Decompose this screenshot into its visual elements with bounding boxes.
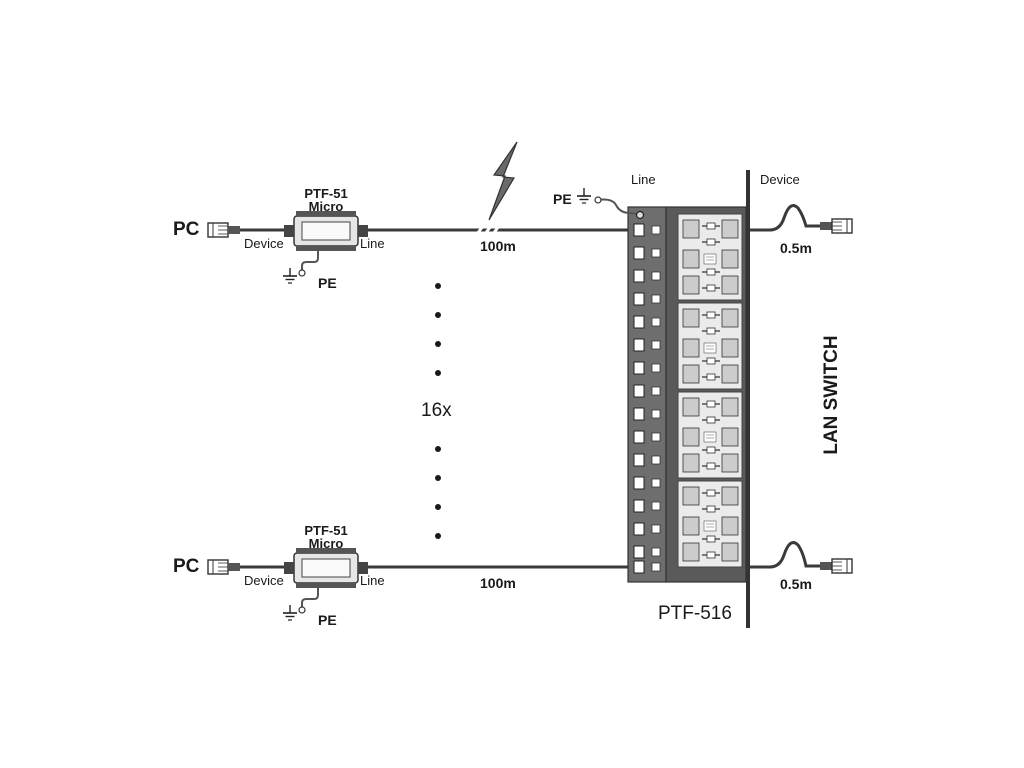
panel-ground-icon <box>576 187 592 204</box>
top-pe-label: PE <box>318 275 337 291</box>
top-switch-patch-cable <box>750 204 820 232</box>
panel-line-label: Line <box>631 172 656 187</box>
top-switch-plug-icon <box>819 218 853 234</box>
panel-name-label: PTF-516 <box>658 603 732 624</box>
top-pe-wire <box>301 251 319 270</box>
bottom-pc-label: PC <box>173 556 200 577</box>
bottom-ground-icon <box>282 604 298 621</box>
top-patch-length-label: 0.5m <box>780 240 812 256</box>
lan-switch-label: LAN SWITCH <box>821 335 842 455</box>
top-ptf51-unit <box>283 210 369 252</box>
bottom-unit-name-line1: PTF-51 <box>304 523 348 538</box>
ptf516-patch-panel <box>627 170 750 628</box>
panel-pe-label: PE <box>553 191 572 207</box>
top-pc-label: PC <box>173 219 200 240</box>
bottom-patch-length-label: 0.5m <box>780 576 812 592</box>
bottom-switch-plug-icon <box>819 558 853 574</box>
top-unit-name-line2: Micro <box>308 199 344 214</box>
top-pc-plug-icon <box>207 222 241 238</box>
repeat-dots <box>435 283 441 539</box>
cable-break-marks <box>475 225 501 235</box>
bottom-unit-name: PTF-51 Micro <box>296 524 356 550</box>
panel-pe-wire <box>597 198 637 215</box>
bottom-line-label: Line <box>360 573 385 588</box>
top-unit-name-line1: PTF-51 <box>304 186 348 201</box>
top-unit-name: PTF-51 Micro <box>296 187 356 213</box>
bottom-unit-name-line2: Micro <box>308 536 344 551</box>
bottom-pe-wire <box>301 588 319 607</box>
bottom-pc-plug-icon <box>207 559 241 575</box>
panel-indicator-column <box>651 225 661 572</box>
bottom-ptf51-unit <box>283 547 369 589</box>
top-line-label: Line <box>360 236 385 251</box>
panel-line-ports <box>633 223 645 574</box>
bottom-cable-length-label: 100m <box>480 575 516 591</box>
bottom-device-label: Device <box>244 573 284 588</box>
bottom-switch-patch-cable <box>750 541 820 569</box>
top-cable-length-label: 100m <box>480 238 516 254</box>
port-count-label: 16x <box>421 400 452 421</box>
lightning-bolt-icon <box>488 141 518 221</box>
top-device-label: Device <box>244 236 284 251</box>
top-ground-icon <box>282 267 298 284</box>
bottom-pe-label: PE <box>318 612 337 628</box>
panel-device-label: Device <box>760 172 800 187</box>
